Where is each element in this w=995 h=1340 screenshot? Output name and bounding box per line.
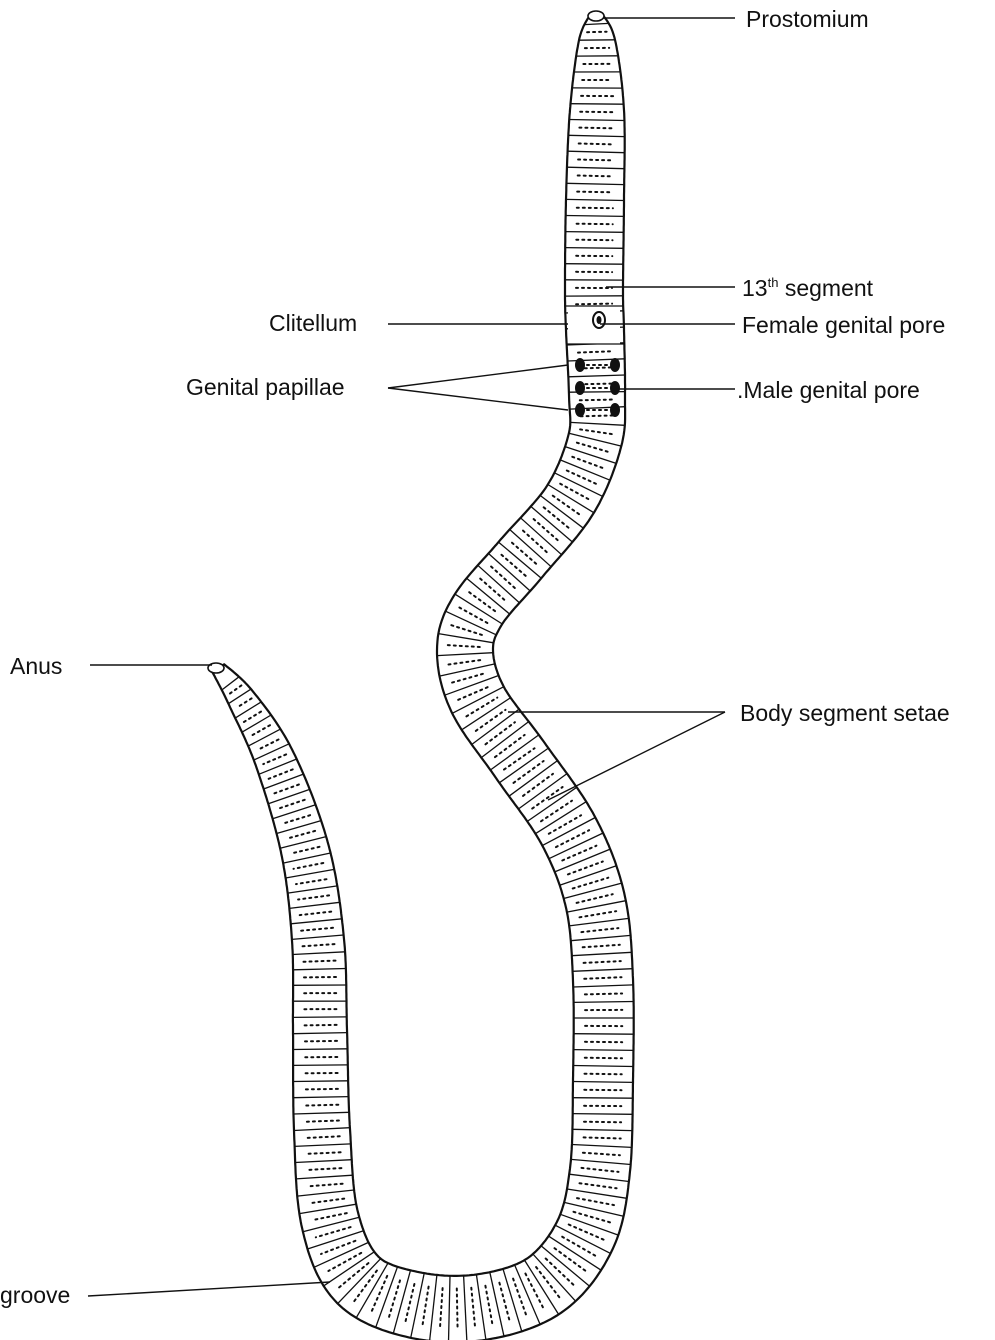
- segment-setae: [578, 160, 614, 161]
- segment-ring: [293, 1065, 348, 1066]
- segment-setae: [580, 400, 615, 401]
- label-anus: Anus: [10, 653, 62, 679]
- segment-setae: [577, 224, 613, 225]
- segment-setae: [576, 240, 612, 241]
- segment-ring: [571, 104, 624, 105]
- genital-papilla: [575, 381, 585, 395]
- segment-ring: [574, 1034, 634, 1035]
- segment-setae: [577, 192, 613, 193]
- segment-setae: [304, 1089, 338, 1090]
- label-clitellum: Clitellum: [269, 310, 357, 336]
- genital-papilla: [610, 403, 620, 417]
- label-13th-number: 13: [742, 275, 768, 301]
- segment-ring: [565, 264, 623, 265]
- label-male-genital-pore: .Male genital pore: [737, 377, 920, 403]
- segment-setae: [585, 1074, 622, 1075]
- label-female-genital-pore: Female genital pore: [742, 312, 945, 338]
- label-prostomium: Prostomium: [746, 6, 869, 32]
- leader-setae-lower: [548, 712, 725, 800]
- leader-genital-papillae-lower: [388, 388, 568, 410]
- segment-ring: [566, 216, 624, 217]
- segment-ring: [565, 248, 623, 249]
- label-13th-word: segment: [778, 275, 873, 301]
- label-groove: groove: [0, 1282, 70, 1308]
- segment-ring: [293, 1017, 347, 1018]
- label-13th-suffix: th: [768, 275, 779, 290]
- worm-outline: [213, 14, 634, 1340]
- segment-ring: [293, 1081, 348, 1082]
- genital-papilla: [575, 358, 585, 372]
- male-genital-pore: [610, 381, 620, 395]
- label-body-segment-setae: Body segment setae: [740, 700, 950, 726]
- earthworm-body: [208, 11, 634, 1340]
- segment-ring: [573, 1114, 633, 1115]
- segment-setae: [584, 1122, 621, 1123]
- segment-setae: [578, 176, 614, 177]
- segment-setae: [585, 994, 622, 995]
- segment-ring: [574, 1002, 634, 1003]
- leader-genital-papillae-upper: [388, 365, 568, 388]
- prostomium-cap: [588, 11, 604, 21]
- segment-ring: [293, 1049, 347, 1050]
- segment-setae: [579, 144, 614, 145]
- segment-setae: [577, 208, 613, 209]
- segment-setae: [579, 384, 614, 385]
- segment-setae: [579, 128, 614, 129]
- leader-groove: [88, 1282, 330, 1296]
- segment-ring: [573, 1098, 633, 1099]
- segment-setae: [584, 1137, 621, 1138]
- genital-papilla: [610, 358, 620, 372]
- female-genital-pore-center: [597, 316, 602, 324]
- segment-ring: [574, 1050, 634, 1051]
- segment-ring: [573, 1082, 633, 1083]
- leader-lines: [88, 18, 735, 1296]
- segment-setae: [585, 1058, 622, 1059]
- label-genital-papillae: Genital papillae: [186, 374, 345, 400]
- genital-papilla: [575, 403, 585, 417]
- label-13th-segment: 13th segment: [742, 275, 874, 301]
- segment-setae: [576, 304, 612, 305]
- segment-ring: [565, 232, 623, 233]
